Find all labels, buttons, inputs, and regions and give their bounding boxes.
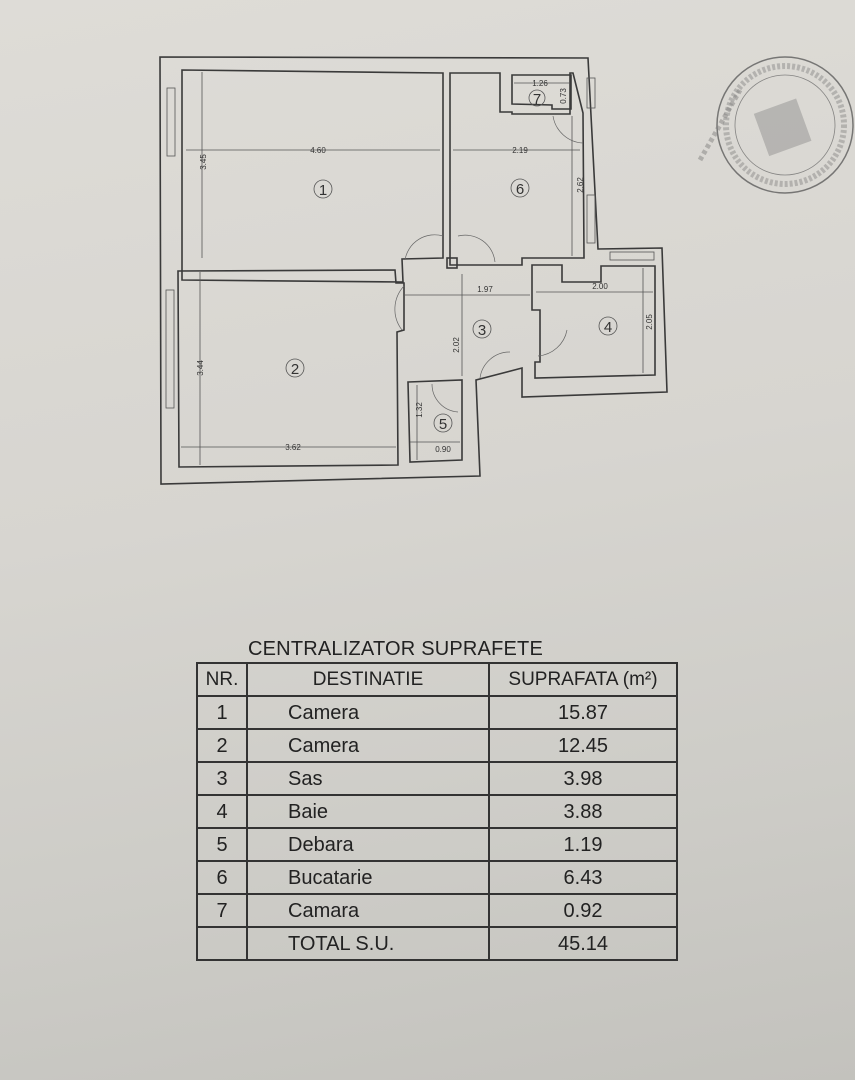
room-number-7: 7 [533,91,541,108]
room-number-5: 5 [439,416,447,433]
room-4-outline [531,264,656,379]
row-destination: Bucatarie [246,860,490,895]
row-destination: Sas [246,761,490,796]
dim-room7-height: 0.73 [559,88,568,104]
dim-room2-width: 3.62 [285,443,301,452]
dim-room3-width: 1.97 [477,285,493,294]
dim-room4-height: 2.05 [645,314,654,330]
room-number-4: 4 [604,319,612,336]
row-destination: Camera [246,728,490,763]
row-nr: 3 [196,761,248,796]
room-number-1: 1 [319,182,327,199]
room-number-3: 3 [478,322,486,339]
row-nr: 4 [196,794,248,829]
row-destination: Camara [246,893,490,928]
row-area: 6.43 [488,860,678,895]
row-area: 15.87 [488,695,678,730]
room-1-outline [181,69,444,283]
dim-room1-height: 3.45 [199,154,208,170]
floor-plan: 4.60 3.45 2.19 2.62 1.26 0.73 1.97 2.02 … [159,56,668,485]
row-area: 3.98 [488,761,678,796]
room-number-markers [285,89,618,433]
room-5-outline [407,379,463,463]
total-label: TOTAL S.U. [246,926,490,961]
row-area: 1.19 [488,827,678,862]
dimension-lines [181,72,653,465]
official-stamp [697,56,854,194]
header-destination: DESTINATIE [246,662,490,697]
dim-room4-width: 2.00 [592,282,608,291]
row-nr: 5 [196,827,248,862]
dim-room6-height: 2.62 [576,177,585,193]
table-header-row: NR. DESTINATIE SUPRAFATA (m²) [196,662,678,697]
door-swings [394,115,584,413]
row-destination: Debara [246,827,490,862]
total-area: 45.14 [488,926,678,961]
room-number-2: 2 [291,361,299,378]
room-7-outline [511,74,572,110]
dim-room7-width: 1.26 [532,79,548,88]
dim-room5-width: 0.90 [435,445,451,454]
row-area: 12.45 [488,728,678,763]
windows [165,77,655,409]
outer-wall [159,56,668,485]
table-title: CENTRALIZATOR SUPRAFETE [248,638,544,660]
header-area: SUPRAFATA (m²) [488,662,678,697]
dim-room5-height: 1.32 [415,402,424,418]
row-destination: Baie [246,794,490,829]
dim-room6-width: 2.19 [512,146,528,155]
row-nr: 1 [196,695,248,730]
wall-stub [446,257,458,269]
table-total-row: TOTAL S.U. 45.14 [196,926,678,961]
row-nr: 6 [196,860,248,895]
row-nr: 7 [196,893,248,928]
row-area: 0.92 [488,893,678,928]
room-2-outline [177,269,405,468]
dim-room2-height: 3.44 [196,360,205,376]
total-nr-empty [196,926,248,961]
row-nr: 2 [196,728,248,763]
row-destination: Camera [246,695,490,730]
room-6-outline [449,72,585,266]
row-area: 3.88 [488,794,678,829]
dim-room1-width: 4.60 [310,146,326,155]
room-number-6: 6 [516,181,524,198]
area-summary: CENTRALIZATOR SUPRAFETE NR. DESTINATIE S… [196,636,691,961]
dim-room3-height: 2.02 [452,337,461,353]
header-nr: NR. [196,662,248,697]
